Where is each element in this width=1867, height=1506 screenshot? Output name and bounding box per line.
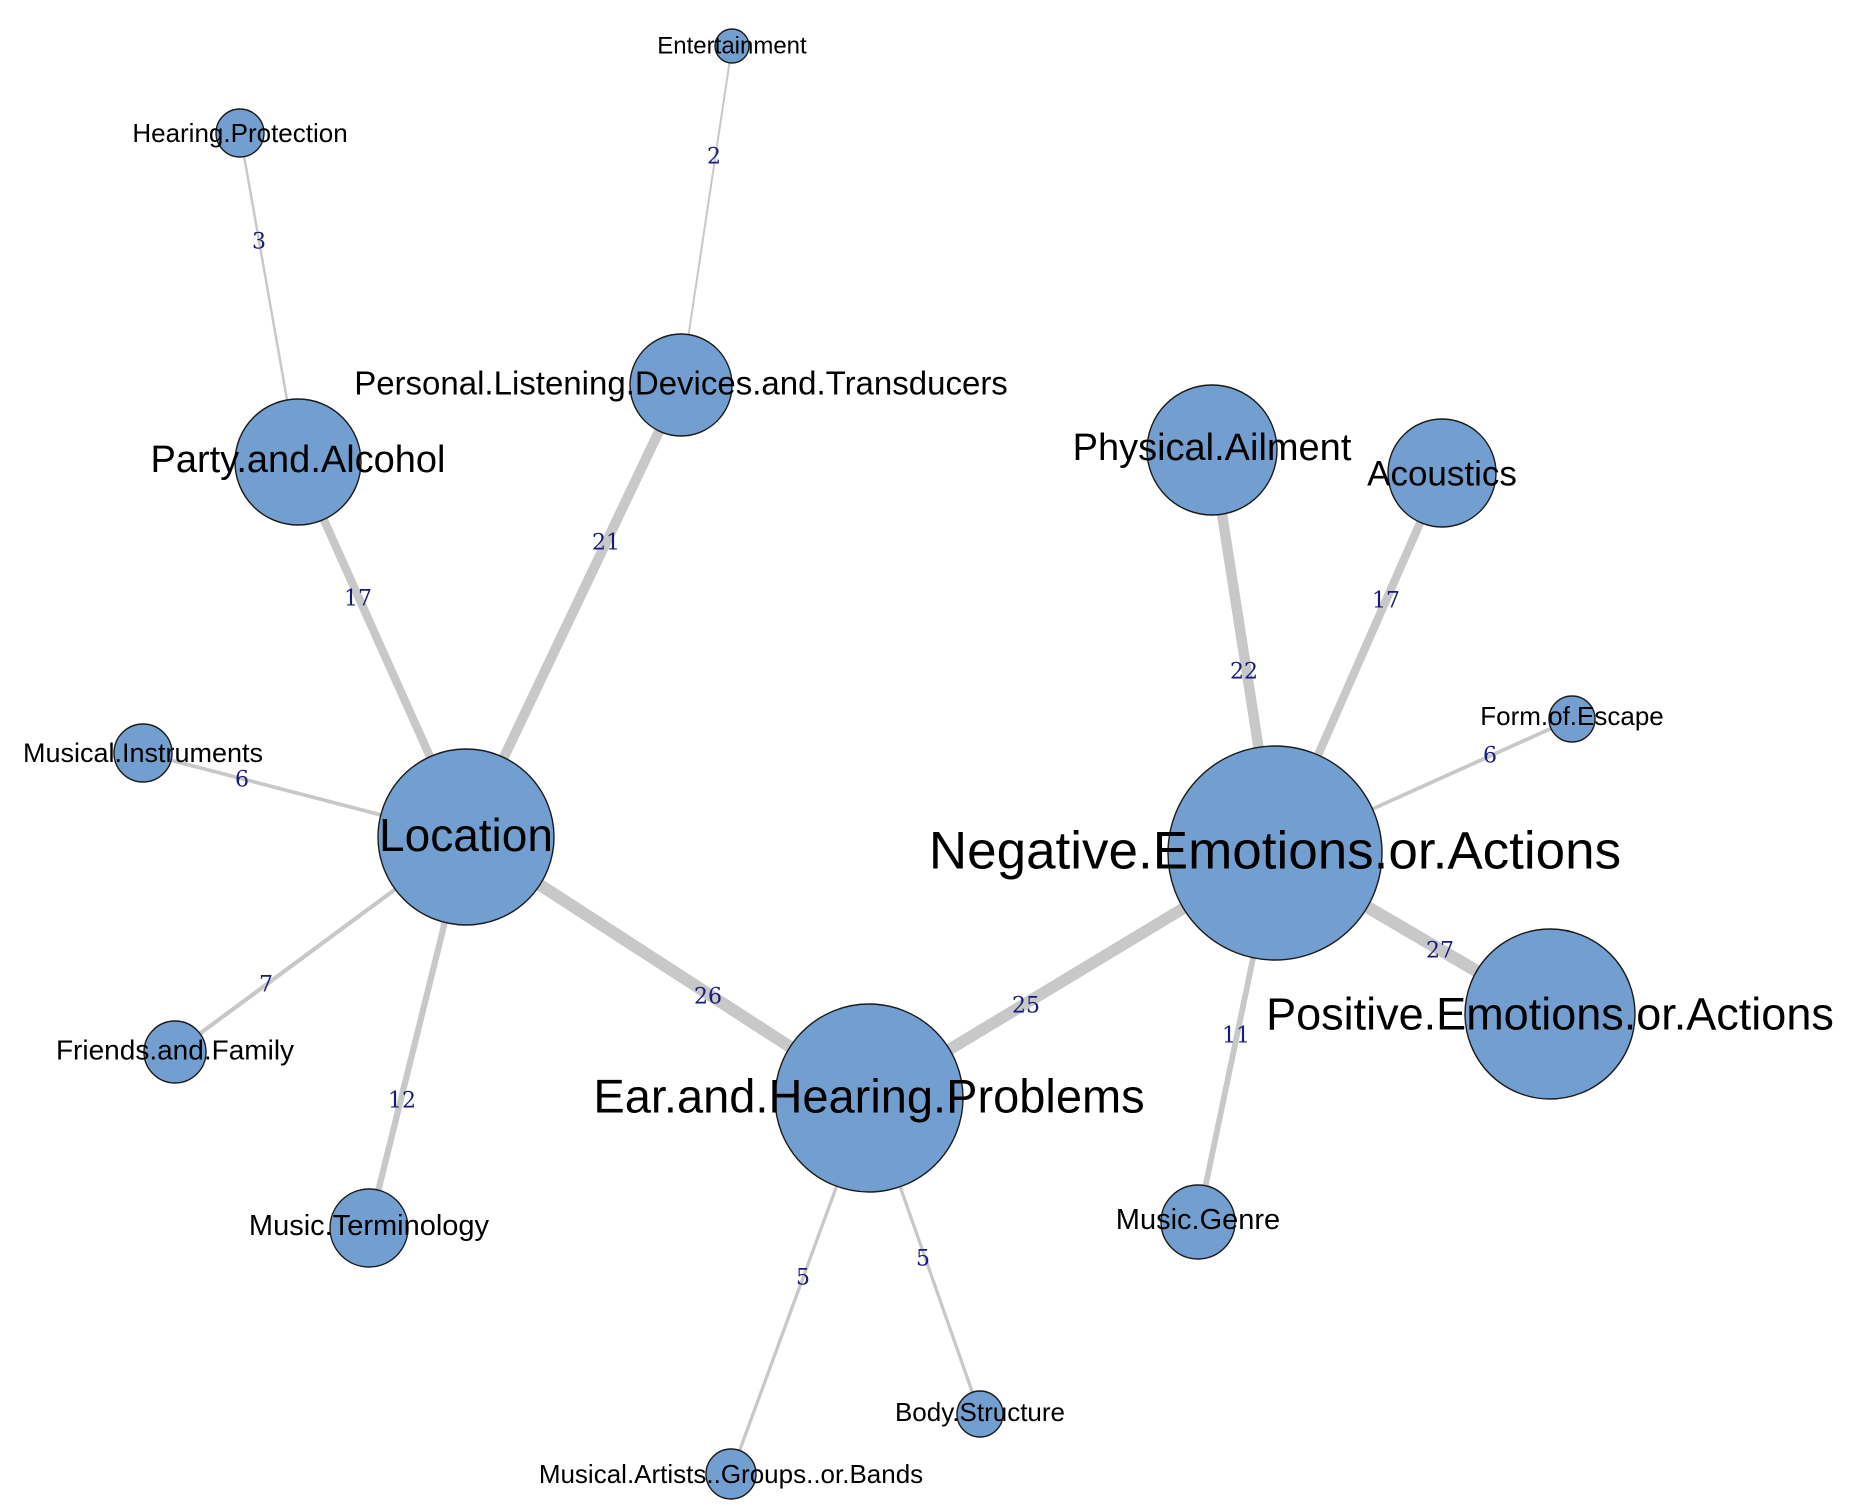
node-label-personal-listening: Personal.Listening.Devices.and.Transduce… <box>354 365 1008 402</box>
edge-label-location-ear-hearing: 26 <box>694 985 722 1010</box>
node-negative-emotions <box>1167 745 1383 961</box>
node-label-ear-hearing: Ear.and.Hearing.Problems <box>593 1070 1144 1123</box>
edge-label-ear-hearing-musical-artists: 5 <box>796 1266 810 1291</box>
node-form-of-escape <box>1548 695 1596 743</box>
node-party-alcohol <box>234 398 362 526</box>
node-label-acoustics: Acoustics <box>1367 455 1517 494</box>
edge-label-negative-emotions-music-genre: 11 <box>1222 1024 1250 1049</box>
node-label-party-alcohol: Party.and.Alcohol <box>150 439 445 481</box>
edge-label-party-alcohol-hearing-protection: 3 <box>252 230 266 255</box>
node-label-friends-family: Friends.and.Family <box>56 1035 294 1066</box>
node-music-terminology <box>329 1188 409 1268</box>
nodes-layer <box>113 28 1636 1500</box>
node-label-body-structure: Body.Structure <box>895 1397 1065 1427</box>
edge-label-personal-listening-entertainment: 2 <box>707 145 721 170</box>
node-acoustics <box>1387 418 1497 528</box>
node-label-location: Location <box>379 809 553 861</box>
edge-labels-layer: 2 3 17 21 6 7 12 26 25 5 5 22 17 6 27 11 <box>235 145 1497 1291</box>
node-label-negative-emotions: Negative.Emotions.or.Actions <box>929 822 1621 881</box>
edge-label-negative-emotions-form-of-escape: 6 <box>1483 744 1497 769</box>
node-physical-ailment <box>1146 384 1278 516</box>
node-entertainment <box>714 28 750 64</box>
node-personal-listening <box>629 333 733 437</box>
node-friends-family <box>143 1020 207 1084</box>
edge-label-location-music-terminology: 12 <box>388 1089 416 1114</box>
node-label-positive-emotions: Positive.Emotions.or.Actions <box>1266 989 1834 1040</box>
node-body-structure <box>956 1390 1004 1438</box>
node-ear-hearing <box>774 1003 964 1193</box>
edge-label-ear-hearing-body-structure: 5 <box>916 1247 930 1272</box>
node-label-form-of-escape: Form.of.Escape <box>1480 701 1664 731</box>
edge-label-location-musical-instruments: 6 <box>235 768 249 793</box>
edge-label-negative-emotions-acoustics: 17 <box>1372 589 1400 614</box>
node-musical-artists <box>705 1448 757 1500</box>
node-music-genre <box>1160 1184 1236 1260</box>
node-location <box>377 748 555 926</box>
edge-label-location-party-alcohol: 17 <box>344 587 372 612</box>
node-label-musical-instruments: Musical.Instruments <box>23 738 263 768</box>
node-label-music-terminology: Music.Terminology <box>249 1210 490 1242</box>
edge-label-location-personal-listening: 21 <box>592 531 620 556</box>
edge-label-negative-emotions-physical-ailment: 22 <box>1230 660 1258 685</box>
node-label-musical-artists: Musical.Artists..Groups..or.Bands <box>539 1459 923 1489</box>
node-label-physical-ailment: Physical.Ailment <box>1073 427 1352 469</box>
node-labels-layer: EntertainmentHearing.ProtectionPersonal.… <box>23 33 1834 1490</box>
edge-personal-listening-entertainment <box>679 45 734 386</box>
node-positive-emotions <box>1464 928 1636 1100</box>
node-label-hearing-protection: Hearing.Protection <box>132 118 347 148</box>
edge-label-negative-emotions-positive-emotions: 27 <box>1426 939 1454 964</box>
edge-label-location-friends-family: 7 <box>259 973 273 998</box>
node-musical-instruments <box>113 723 173 783</box>
edge-label-ear-hearing-negative-emotions: 25 <box>1012 994 1040 1019</box>
node-hearing-protection <box>215 108 265 158</box>
node-label-entertainment: Entertainment <box>657 33 807 60</box>
node-label-music-genre: Music.Genre <box>1116 1204 1280 1236</box>
